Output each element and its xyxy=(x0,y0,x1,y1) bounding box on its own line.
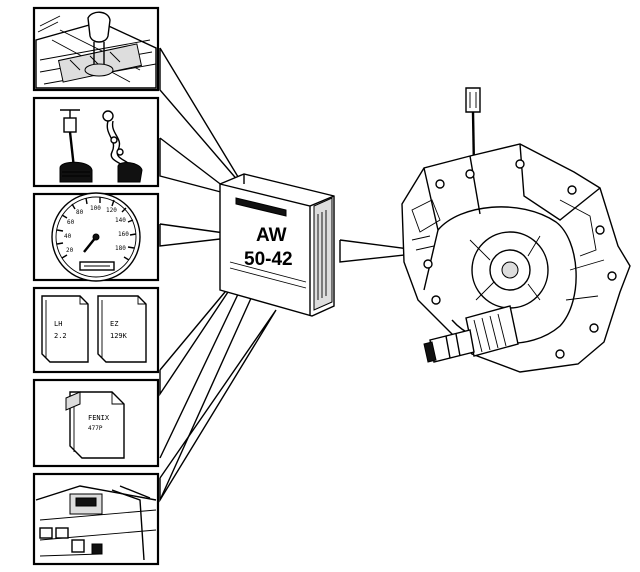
signal-connectors xyxy=(159,47,433,503)
automatic-transmission xyxy=(401,87,631,373)
speedometer-ticks xyxy=(56,197,137,261)
panel-dashboard-switches xyxy=(32,472,160,566)
svg-text:160: 160 xyxy=(118,231,129,238)
svg-text:180: 180 xyxy=(115,245,126,252)
svg-text:2.2: 2.2 xyxy=(54,332,67,340)
svg-text:20: 20 xyxy=(66,247,74,254)
ecu-label-model: AW xyxy=(256,225,287,246)
svg-text:EZ: EZ xyxy=(110,320,118,328)
svg-text:100: 100 xyxy=(90,205,101,212)
svg-text:LH: LH xyxy=(54,320,62,328)
panel-speedometer: 20 40 60 80 100 120 140 160 180 xyxy=(32,192,160,282)
aw-50-42-control-unit: AW 50-42 xyxy=(219,173,335,317)
panel-gear-selector xyxy=(32,6,160,92)
svg-text:FENIX: FENIX xyxy=(88,414,110,422)
svg-text:120: 120 xyxy=(106,207,117,214)
svg-text:40: 40 xyxy=(64,233,72,240)
panel-throttle-kickdown xyxy=(32,96,160,188)
ecu-label-number: 50-42 xyxy=(244,249,293,270)
svg-text:80: 80 xyxy=(76,209,84,216)
svg-text:140: 140 xyxy=(115,217,126,224)
housing-bolts xyxy=(423,159,617,359)
svg-text:60: 60 xyxy=(67,219,75,226)
panel-engine-ecu: FENIX 477P xyxy=(32,378,160,468)
panel-engine-control-modules: LH 2.2 EZ 129K xyxy=(32,286,160,374)
svg-text:477P: 477P xyxy=(88,425,103,432)
svg-text:129K: 129K xyxy=(110,332,128,340)
